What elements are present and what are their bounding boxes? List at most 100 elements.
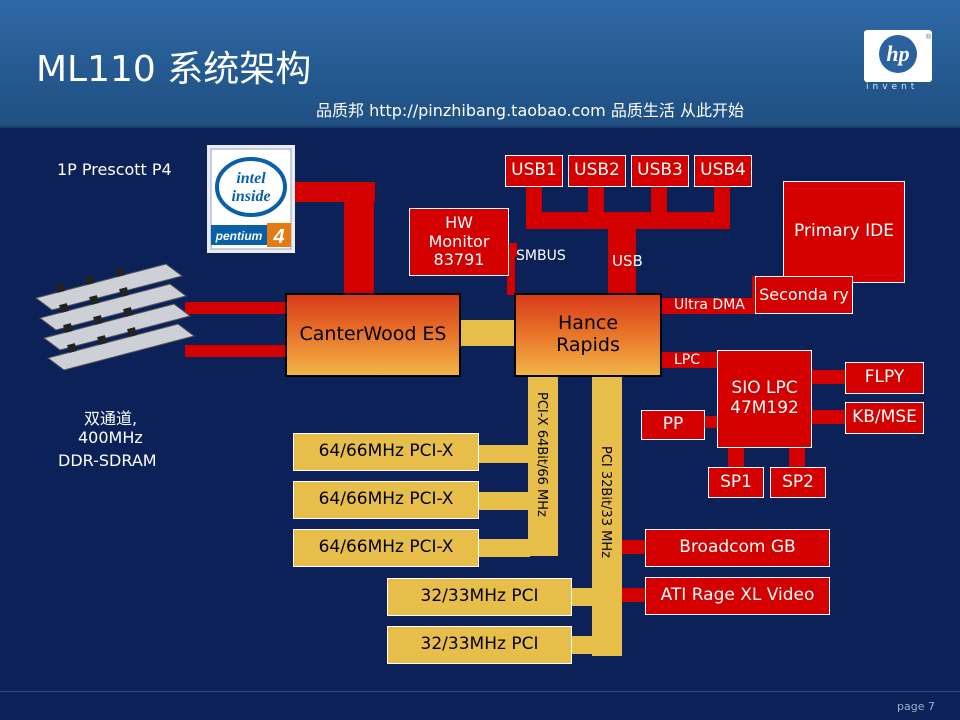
usb-drop-3 bbox=[651, 185, 667, 215]
north-bridge-chip: CanterWood ES bbox=[285, 293, 461, 377]
sp2-link bbox=[789, 445, 805, 469]
ide-link bbox=[660, 298, 760, 314]
pci-slot-1-label: 32/33MHz PCI bbox=[420, 586, 539, 607]
pcix-slot-link-1 bbox=[478, 445, 530, 463]
badge-4-text: 4 bbox=[272, 226, 284, 248]
south-bridge-label-line2: Rapids bbox=[556, 334, 620, 356]
badge-inside-text: inside bbox=[231, 188, 270, 205]
flpy-label: FLPY bbox=[864, 367, 905, 388]
flpy-box: FLPY bbox=[845, 362, 924, 394]
pp-box: PP bbox=[641, 410, 705, 440]
pcix-slot-1: 64/66MHz PCI-X bbox=[293, 433, 479, 471]
pcix-slot-2: 64/66MHz PCI-X bbox=[293, 481, 479, 519]
memory-label-line3: DDR-SDRAM bbox=[58, 451, 157, 470]
broadcom-gb-label: Broadcom GB bbox=[679, 537, 796, 558]
hp-logo: hp ® bbox=[864, 30, 932, 92]
sio-lpc-box: SIO LPC 47M192 bbox=[717, 350, 812, 448]
pcix-slot-3: 64/66MHz PCI-X bbox=[293, 529, 479, 567]
usb-port-4: USB4 bbox=[694, 155, 752, 187]
primary-ide-label: Primary IDE bbox=[794, 221, 894, 242]
pci-slot-2: 32/33MHz PCI bbox=[387, 626, 572, 664]
usb-label: USB bbox=[612, 252, 643, 270]
memory-label-line1: 双通道, bbox=[84, 409, 138, 428]
kbmse-box: KB/MSE bbox=[845, 402, 924, 434]
smbus-link bbox=[507, 243, 515, 295]
slide-title: ML110 系统架构 bbox=[36, 49, 312, 90]
usb-port-4-label: USB4 bbox=[700, 160, 746, 181]
ati-link bbox=[622, 588, 648, 602]
pp-label: PP bbox=[662, 414, 684, 435]
sp2-label: SP2 bbox=[782, 471, 814, 492]
north-bridge-label: CanterWood ES bbox=[299, 323, 447, 346]
smbus-label: SMBUS bbox=[516, 248, 566, 264]
usb-port-1-label: USB1 bbox=[511, 160, 557, 181]
hp-tagline: invent bbox=[866, 82, 919, 92]
mem-link-1 bbox=[185, 302, 286, 314]
south-bridge-label-line1: Hance bbox=[557, 312, 619, 335]
usb-port-1: USB1 bbox=[505, 155, 563, 187]
usb-drop-1 bbox=[526, 185, 542, 215]
sp1-box: SP1 bbox=[708, 467, 764, 498]
usb-port-3-label: USB3 bbox=[637, 160, 683, 181]
hp-logo-text: hp bbox=[886, 41, 909, 66]
usb-port-2-label: USB2 bbox=[574, 160, 620, 181]
broadcom-gb-box: Broadcom GB bbox=[645, 529, 830, 567]
pci-slot-2-label: 32/33MHz PCI bbox=[420, 634, 539, 655]
page-number: page 7 bbox=[897, 700, 935, 713]
secondary-ide-label: Seconda ry bbox=[759, 284, 849, 304]
hw-monitor-line1: HW bbox=[445, 213, 473, 233]
sio-line2: 47M192 bbox=[730, 398, 799, 418]
memory-label-line2: 400MHz bbox=[78, 428, 143, 447]
mem-link-2 bbox=[185, 345, 286, 357]
ati-video-label: ATI Rage XL Video bbox=[660, 585, 815, 606]
memory-modules-icon bbox=[26, 262, 206, 382]
hw-monitor-line2: Monitor bbox=[428, 231, 490, 251]
primary-ide-box: Primary IDE bbox=[783, 181, 905, 283]
badge-intel-text: intel bbox=[236, 170, 266, 187]
usb-port-3: USB3 bbox=[631, 155, 689, 187]
lpc-link bbox=[660, 352, 720, 368]
badge-pentium-text: pentium bbox=[215, 229, 263, 243]
pcix-slot-link-3 bbox=[478, 539, 530, 557]
ati-video-box: ATI Rage XL Video bbox=[645, 577, 830, 615]
pci-slot-1: 32/33MHz PCI bbox=[387, 578, 572, 616]
pci-bus-line bbox=[592, 376, 622, 656]
kbmse-link bbox=[810, 410, 848, 424]
kbmse-label: KB/MSE bbox=[852, 407, 917, 428]
sp1-label: SP1 bbox=[720, 471, 752, 492]
svg-text:®: ® bbox=[926, 33, 932, 41]
pcix-slot-1-label: 64/66MHz PCI-X bbox=[318, 441, 454, 462]
smbus-link-h bbox=[507, 243, 517, 257]
header-bar bbox=[0, 0, 960, 127]
footer-divider bbox=[0, 691, 960, 692]
sio-line1: SIO LPC bbox=[731, 378, 798, 399]
usb-drop-4 bbox=[714, 185, 730, 215]
intel-pentium4-badge: intel inside pentium 4 bbox=[207, 145, 295, 253]
cpu-link-v bbox=[344, 182, 374, 294]
cpu-label: 1P Prescott P4 bbox=[57, 160, 172, 179]
secondary-ide-box: Seconda ry bbox=[755, 276, 853, 314]
hw-monitor-box: HW Monitor 83791 bbox=[409, 208, 509, 276]
pci-slot-link-1 bbox=[570, 588, 594, 606]
usb-drop-2 bbox=[588, 185, 604, 215]
sp2-box: SP2 bbox=[770, 467, 826, 498]
header-divider bbox=[0, 126, 960, 128]
usb-trunk bbox=[608, 212, 636, 295]
usb-port-2: USB2 bbox=[568, 155, 626, 187]
lpc-label: LPC bbox=[674, 352, 701, 368]
pcix-slot-3-label: 64/66MHz PCI-X bbox=[318, 537, 454, 558]
pcix-slot-2-label: 64/66MHz PCI-X bbox=[318, 489, 454, 510]
south-bridge-chip: Hance Rapids bbox=[514, 293, 662, 377]
hw-monitor-line3: 83791 bbox=[433, 250, 485, 270]
ultra-dma-label: Ultra DMA bbox=[674, 297, 745, 313]
pcix-bus-label: PCI-X 64Bit/66 MHz bbox=[534, 392, 549, 517]
broadcom-link bbox=[622, 540, 648, 554]
pci-bus-label: PCI 32Bit/33 MHz bbox=[598, 446, 613, 558]
slide-subtitle: 品质邦 http://pinzhibang.taobao.com 品质生活 从此… bbox=[316, 101, 744, 120]
pcix-bus-line bbox=[528, 376, 558, 556]
hub-link bbox=[460, 320, 516, 346]
pcix-slot-link-2 bbox=[478, 492, 530, 510]
sp1-link bbox=[728, 445, 744, 469]
flpy-link bbox=[810, 370, 848, 384]
pci-slot-link-2 bbox=[570, 636, 594, 654]
